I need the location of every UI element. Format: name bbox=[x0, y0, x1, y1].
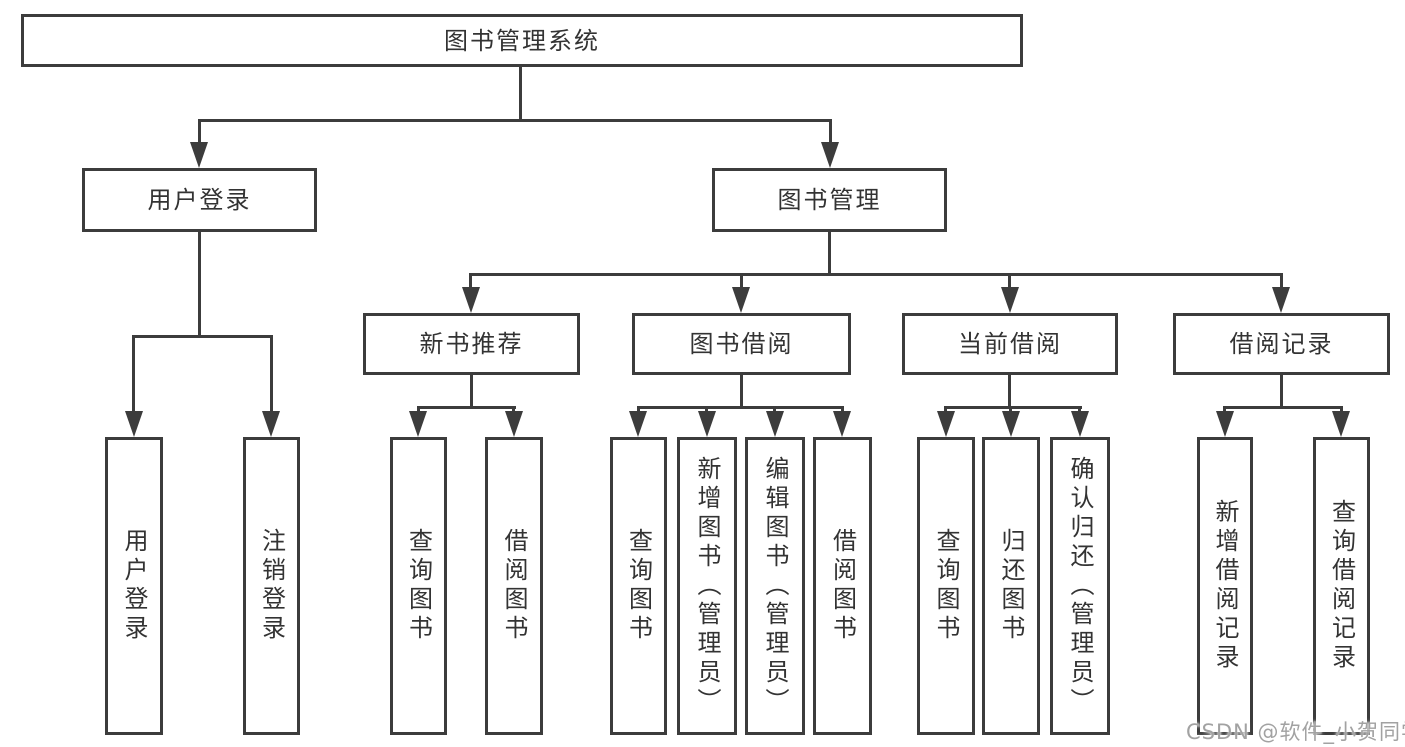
connector-drop bbox=[1340, 406, 1343, 415]
connector-drop bbox=[512, 406, 515, 415]
arrowhead-icon bbox=[629, 411, 647, 437]
connector-book-mgmt-stem bbox=[828, 232, 831, 273]
connector-drop-book-borrow bbox=[740, 273, 743, 289]
connector-borrow-records-split bbox=[1223, 406, 1343, 409]
connector-root-split bbox=[198, 119, 832, 122]
connector-current-borrow-stem bbox=[1008, 375, 1011, 407]
leaf-query-books-current: 查询图书 bbox=[917, 437, 975, 735]
node-user-login: 用户登录 bbox=[82, 168, 317, 232]
node-borrow-records: 借阅记录 bbox=[1173, 313, 1390, 375]
connector-drop-borrow-records bbox=[1280, 273, 1283, 289]
connector-current-borrow-split bbox=[944, 406, 1082, 409]
connector-drop bbox=[773, 406, 776, 415]
arrowhead-icon bbox=[125, 411, 143, 437]
leaf-borrow-books: 借阅图书 bbox=[813, 437, 872, 735]
arrowhead-icon bbox=[1216, 411, 1234, 437]
node-book-borrow: 图书借阅 bbox=[632, 313, 851, 375]
connector-book-borrow-stem bbox=[740, 375, 743, 407]
arrowhead-icon bbox=[821, 142, 839, 168]
leaf-add-book-admin: 新增图书（管理员） bbox=[677, 437, 737, 735]
arrowhead-icon bbox=[409, 411, 427, 437]
connector-drop bbox=[417, 406, 420, 415]
connector-drop-new-book bbox=[469, 273, 472, 289]
arrowhead-icon bbox=[732, 287, 750, 313]
arrowhead-icon bbox=[937, 411, 955, 437]
leaf-return-book: 归还图书 bbox=[982, 437, 1040, 735]
arrowhead-icon bbox=[766, 411, 784, 437]
connector-drop bbox=[841, 406, 844, 415]
arrowhead-icon bbox=[505, 411, 523, 437]
arrowhead-icon bbox=[698, 411, 716, 437]
arrowhead-icon bbox=[1272, 287, 1290, 313]
connector-drop-book-management bbox=[829, 119, 832, 146]
arrowhead-icon bbox=[1071, 411, 1089, 437]
connector-drop bbox=[637, 406, 640, 415]
arrowhead-icon bbox=[1001, 287, 1019, 313]
node-root: 图书管理系统 bbox=[21, 14, 1023, 67]
connector-drop bbox=[705, 406, 708, 415]
connector-new-book-stem bbox=[470, 375, 473, 407]
leaf-query-borrow-record: 查询借阅记录 bbox=[1313, 437, 1370, 735]
arrowhead-icon bbox=[1332, 411, 1350, 437]
connector-borrow-records-stem bbox=[1280, 375, 1283, 407]
connector-drop bbox=[1078, 406, 1081, 415]
node-new-book-recommend: 新书推荐 bbox=[363, 313, 580, 375]
leaf-borrow-books-recommend: 借阅图书 bbox=[485, 437, 543, 735]
connector-drop-leaf-user-login bbox=[132, 335, 135, 415]
connector-user-login-split bbox=[132, 335, 273, 338]
connector-book-mgmt-split bbox=[470, 273, 1283, 276]
connector-drop-leaf-logout bbox=[270, 335, 273, 415]
leaf-query-books-borrow: 查询图书 bbox=[610, 437, 667, 735]
connector-new-book-split bbox=[417, 406, 516, 409]
leaf-add-borrow-record: 新增借阅记录 bbox=[1197, 437, 1253, 735]
leaf-confirm-return-admin: 确认归还（管理员） bbox=[1050, 437, 1110, 735]
connector-user-login-stem bbox=[198, 232, 201, 335]
connector-drop bbox=[1223, 406, 1226, 415]
connector-drop-user-login bbox=[198, 119, 201, 146]
connector-book-borrow-split bbox=[637, 406, 844, 409]
arrowhead-icon bbox=[262, 411, 280, 437]
connector-root-stem bbox=[519, 67, 522, 121]
node-current-borrow: 当前借阅 bbox=[902, 313, 1118, 375]
arrowhead-icon bbox=[833, 411, 851, 437]
node-book-management: 图书管理 bbox=[712, 168, 947, 232]
connector-drop-current-borrow bbox=[1008, 273, 1011, 289]
leaf-query-books-recommend: 查询图书 bbox=[390, 437, 447, 735]
csdn-watermark: CSDN @软件_小贺同学 bbox=[1186, 720, 1405, 744]
arrowhead-icon bbox=[1002, 411, 1020, 437]
arrowhead-icon bbox=[462, 287, 480, 313]
connector-drop bbox=[944, 406, 947, 415]
arrowhead-icon bbox=[190, 142, 208, 168]
connector-drop bbox=[1009, 406, 1012, 415]
leaf-user-login: 用户登录 bbox=[105, 437, 163, 735]
leaf-edit-book-admin: 编辑图书（管理员） bbox=[745, 437, 805, 735]
leaf-logout: 注销登录 bbox=[243, 437, 300, 735]
